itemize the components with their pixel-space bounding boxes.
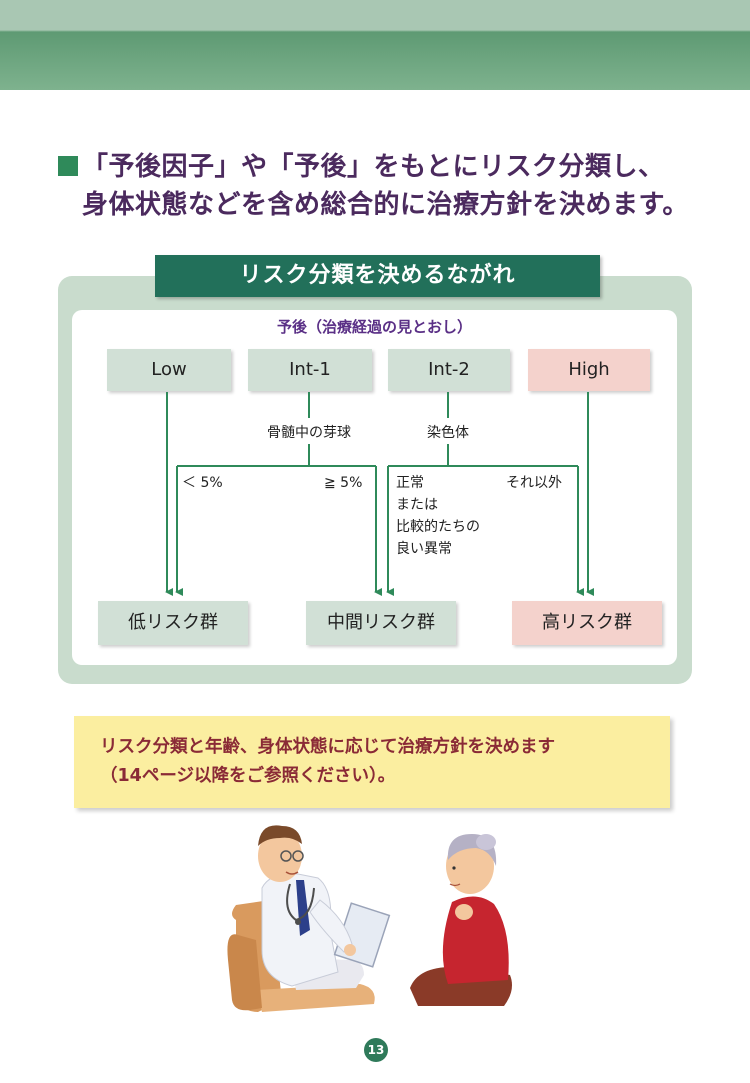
- int2-left-line-1: 正常: [396, 475, 424, 491]
- page-number: 13: [364, 1038, 388, 1062]
- heading-line-2: 身体状態などを含め総合的に治療方針を決めます。: [82, 190, 689, 220]
- header-band: [0, 0, 750, 90]
- armchair-illustration: [227, 900, 375, 1012]
- result-intermediate-risk: 中間リスク群: [306, 601, 456, 645]
- flow-title: リスク分類を決めるながれ: [155, 255, 600, 297]
- note-text: リスク分類と年齢、身体状態に応じて治療方針を決めます （14ページ以降をご参照く…: [100, 733, 660, 791]
- result-low-risk: 低リスク群: [98, 601, 248, 645]
- note-line-2: （14ページ以降をご参照ください）。: [100, 766, 396, 786]
- prognosis-label: 予後（治療経過の見とおし）: [276, 318, 472, 336]
- result-high-risk: 高リスク群: [512, 601, 662, 645]
- int1-branch-right-label: ≧ 5%: [324, 475, 363, 491]
- category-int2: Int-2: [388, 349, 510, 391]
- int2-branch-left-label: 正常 または 比較的たちの 良い異常: [396, 472, 480, 560]
- int1-criterion: 骨髄中の芽球: [267, 425, 351, 441]
- category-int1: Int-1: [248, 349, 372, 391]
- note-box: [74, 716, 670, 808]
- int2-branch-right-label: それ以外: [506, 475, 562, 491]
- doctor-illustration: [258, 825, 391, 990]
- page-heading: 「予後因子」や「予後」をもとにリスク分類し、 身体状態などを含め総合的に治療方針…: [58, 148, 738, 224]
- int2-left-line-4: 良い異常: [396, 541, 452, 557]
- heading-line-1: 「予後因子」や「予後」をもとにリスク分類し、: [82, 152, 665, 182]
- patient-illustration: [410, 834, 512, 1006]
- bullet-square-icon: [58, 156, 78, 176]
- int2-left-line-3: 比較的たちの: [396, 519, 480, 535]
- int1-branch-left-label: ＜ 5%: [182, 475, 223, 491]
- category-low: Low: [107, 349, 231, 391]
- int2-criterion: 染色体: [427, 425, 469, 441]
- category-high: High: [528, 349, 650, 391]
- note-line-1: リスク分類と年齢、身体状態に応じて治療方針を決めます: [100, 737, 555, 757]
- int2-left-line-2: または: [396, 497, 438, 513]
